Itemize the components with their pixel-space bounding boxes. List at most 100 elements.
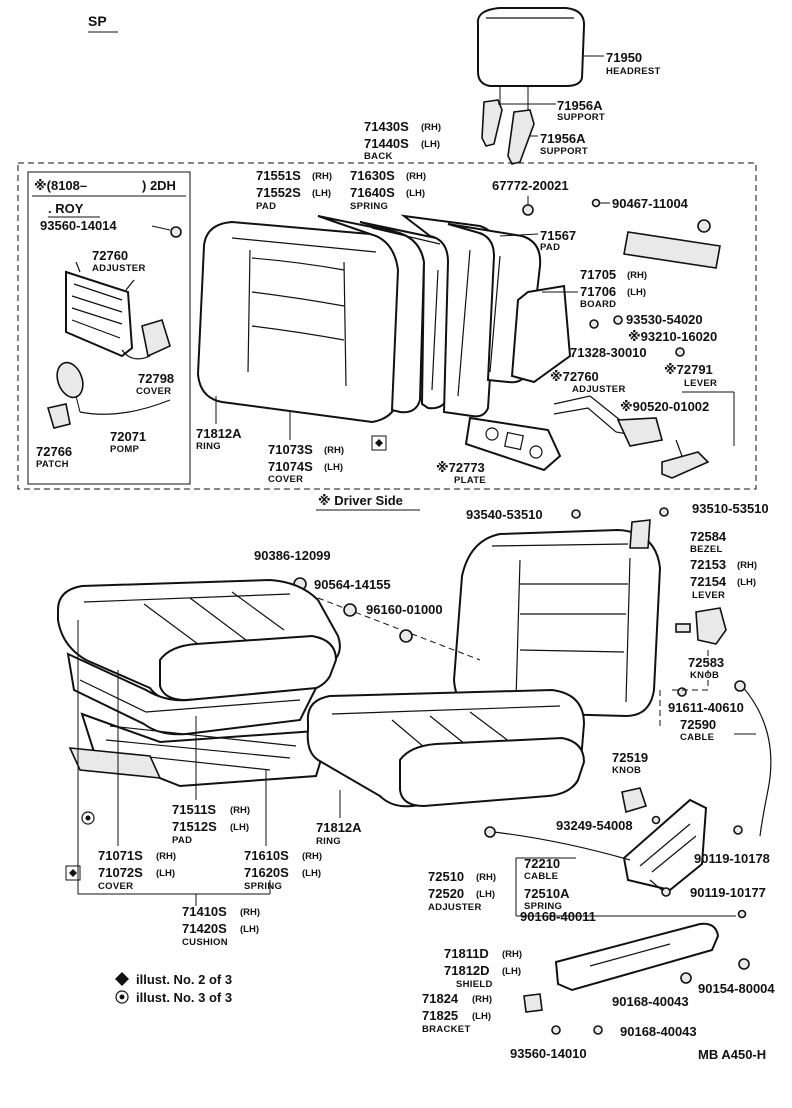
inset-roy: . ROY xyxy=(48,201,84,216)
screw-icon xyxy=(170,226,182,238)
seat-adjuster-illustration xyxy=(484,798,708,893)
label-71812a-2-name: RING xyxy=(316,836,341,847)
label-71552: 71552S xyxy=(256,185,301,200)
label-96160: 96160-01000 xyxy=(366,602,443,617)
label-71956a-1-name: SUPPORT xyxy=(557,112,605,123)
label-90119a: 90119-10178 xyxy=(694,851,770,866)
label-93560b: 93560-14010 xyxy=(510,1046,587,1061)
label-71705: 71705 xyxy=(580,267,616,282)
cable-line xyxy=(741,685,772,837)
diamond-icon xyxy=(69,869,77,877)
label-93530: 93530-54020 xyxy=(626,312,703,327)
screw-icon xyxy=(659,507,669,517)
label-71551-name: PAD xyxy=(256,201,276,212)
label-71440: 71440S xyxy=(364,136,409,151)
screw-icon xyxy=(661,887,671,897)
label-72519: 72519 xyxy=(612,750,648,765)
label-71950-name: HEADREST xyxy=(606,66,661,77)
label-72154-lh: (LH) xyxy=(737,577,756,588)
label-71956a-2: 71956A xyxy=(540,131,586,146)
nut-icon xyxy=(589,319,599,329)
diamond-icon xyxy=(115,972,129,986)
screw-icon xyxy=(733,825,743,835)
label-71950: 71950 xyxy=(606,50,642,65)
cushion-pad-illustration xyxy=(66,652,318,736)
label-72760b-name: ADJUSTER xyxy=(572,384,626,395)
clip-icon xyxy=(697,219,711,233)
label-72584: 72584 xyxy=(690,529,727,544)
label-71074: 71074S xyxy=(268,459,313,474)
seatback-cover-illustration xyxy=(196,220,401,424)
label-71073-name: COVER xyxy=(268,474,303,485)
label-71705-rh: (RH) xyxy=(627,270,647,281)
label-71072-lh: (LH) xyxy=(156,868,175,879)
legend-circle-text: illust. No. 3 of 3 xyxy=(136,990,232,1005)
label-72766-name: PATCH xyxy=(36,459,69,470)
label-72798: 72798 xyxy=(138,371,174,386)
sp-label: SP xyxy=(88,13,107,29)
lumbar-adjuster-illustration xyxy=(65,261,171,360)
label-72510a: 72510A xyxy=(524,886,570,901)
cushion-cover-illustration xyxy=(57,578,341,702)
label-72520-lh: (LH) xyxy=(476,889,495,900)
label-72520: 72520 xyxy=(428,886,464,901)
label-71551: 71551S xyxy=(256,168,301,183)
label-71430-rh: (RH) xyxy=(421,122,441,133)
label-71430-name: BACK xyxy=(364,151,393,162)
label-71328: 71328-30010 xyxy=(570,345,647,360)
label-71640-lh: (LH) xyxy=(406,188,425,199)
label-71511-name: PAD xyxy=(172,835,192,846)
label-90168b: 90168-40043 xyxy=(612,994,689,1009)
label-71811-rh: (RH) xyxy=(502,949,522,960)
clip-icon xyxy=(651,815,661,825)
nut-icon xyxy=(343,603,357,617)
label-72590: 72590 xyxy=(680,717,716,732)
screw-icon xyxy=(571,509,581,519)
inset-box xyxy=(27,171,191,485)
label-71706-lh: (LH) xyxy=(627,287,646,298)
label-72071-name: POMP xyxy=(110,444,140,455)
label-90168c: 90168-40043 xyxy=(620,1024,697,1039)
bezel-icon xyxy=(629,519,651,549)
label-72519-name: KNOB xyxy=(612,765,641,776)
circle-marker-icon xyxy=(81,811,95,825)
diamond-icon xyxy=(375,439,383,447)
nut-icon xyxy=(738,958,750,970)
label-72510: 72510 xyxy=(428,869,464,884)
label-72210-name: CABLE xyxy=(524,871,558,882)
label-72760b: ※72760 xyxy=(550,369,599,384)
label-71073-rh: (RH) xyxy=(324,445,344,456)
label-71410: 71410S xyxy=(182,904,227,919)
label-71567: 71567 xyxy=(540,228,576,243)
label-72153-rh: (RH) xyxy=(737,560,757,571)
illust-2-marker xyxy=(371,435,387,451)
circle-marker-dot xyxy=(85,815,91,821)
label-71825-lh: (LH) xyxy=(472,1011,491,1022)
seatback-group-frame xyxy=(17,162,757,490)
label-71430: 71430S xyxy=(364,119,409,134)
label-72210: 72210 xyxy=(524,856,560,871)
label-71630-rh: (RH) xyxy=(406,171,426,182)
label-71630: 71630S xyxy=(350,168,395,183)
inset-code-suffix: ) 2DH xyxy=(142,178,176,193)
clip-icon xyxy=(737,909,747,919)
label-71552-lh: (LH) xyxy=(312,188,331,199)
label-93540: 93540-53510 xyxy=(466,507,543,522)
label-71811: 71811D xyxy=(444,946,489,961)
cushion-strip-icon xyxy=(68,747,162,779)
circle-marker-dot xyxy=(119,994,125,1000)
label-72154: 72154 xyxy=(690,574,727,589)
label-71071: 71071S xyxy=(98,848,143,863)
label-72773: ※72773 xyxy=(436,460,485,475)
clip-icon xyxy=(591,198,601,208)
label-71812: 71812D xyxy=(444,963,490,978)
label-71073: 71073S xyxy=(268,442,313,457)
label-71420-lh: (LH) xyxy=(240,924,259,935)
legend-diamond-text: illust. No. 2 of 3 xyxy=(136,972,232,987)
label-67772: 67772-20021 xyxy=(492,178,569,193)
shield-illustration xyxy=(554,922,720,992)
label-71811-name: SHIELD xyxy=(456,979,493,990)
label-72071: 72071 xyxy=(110,429,146,444)
label-71705-name: BOARD xyxy=(580,299,616,310)
